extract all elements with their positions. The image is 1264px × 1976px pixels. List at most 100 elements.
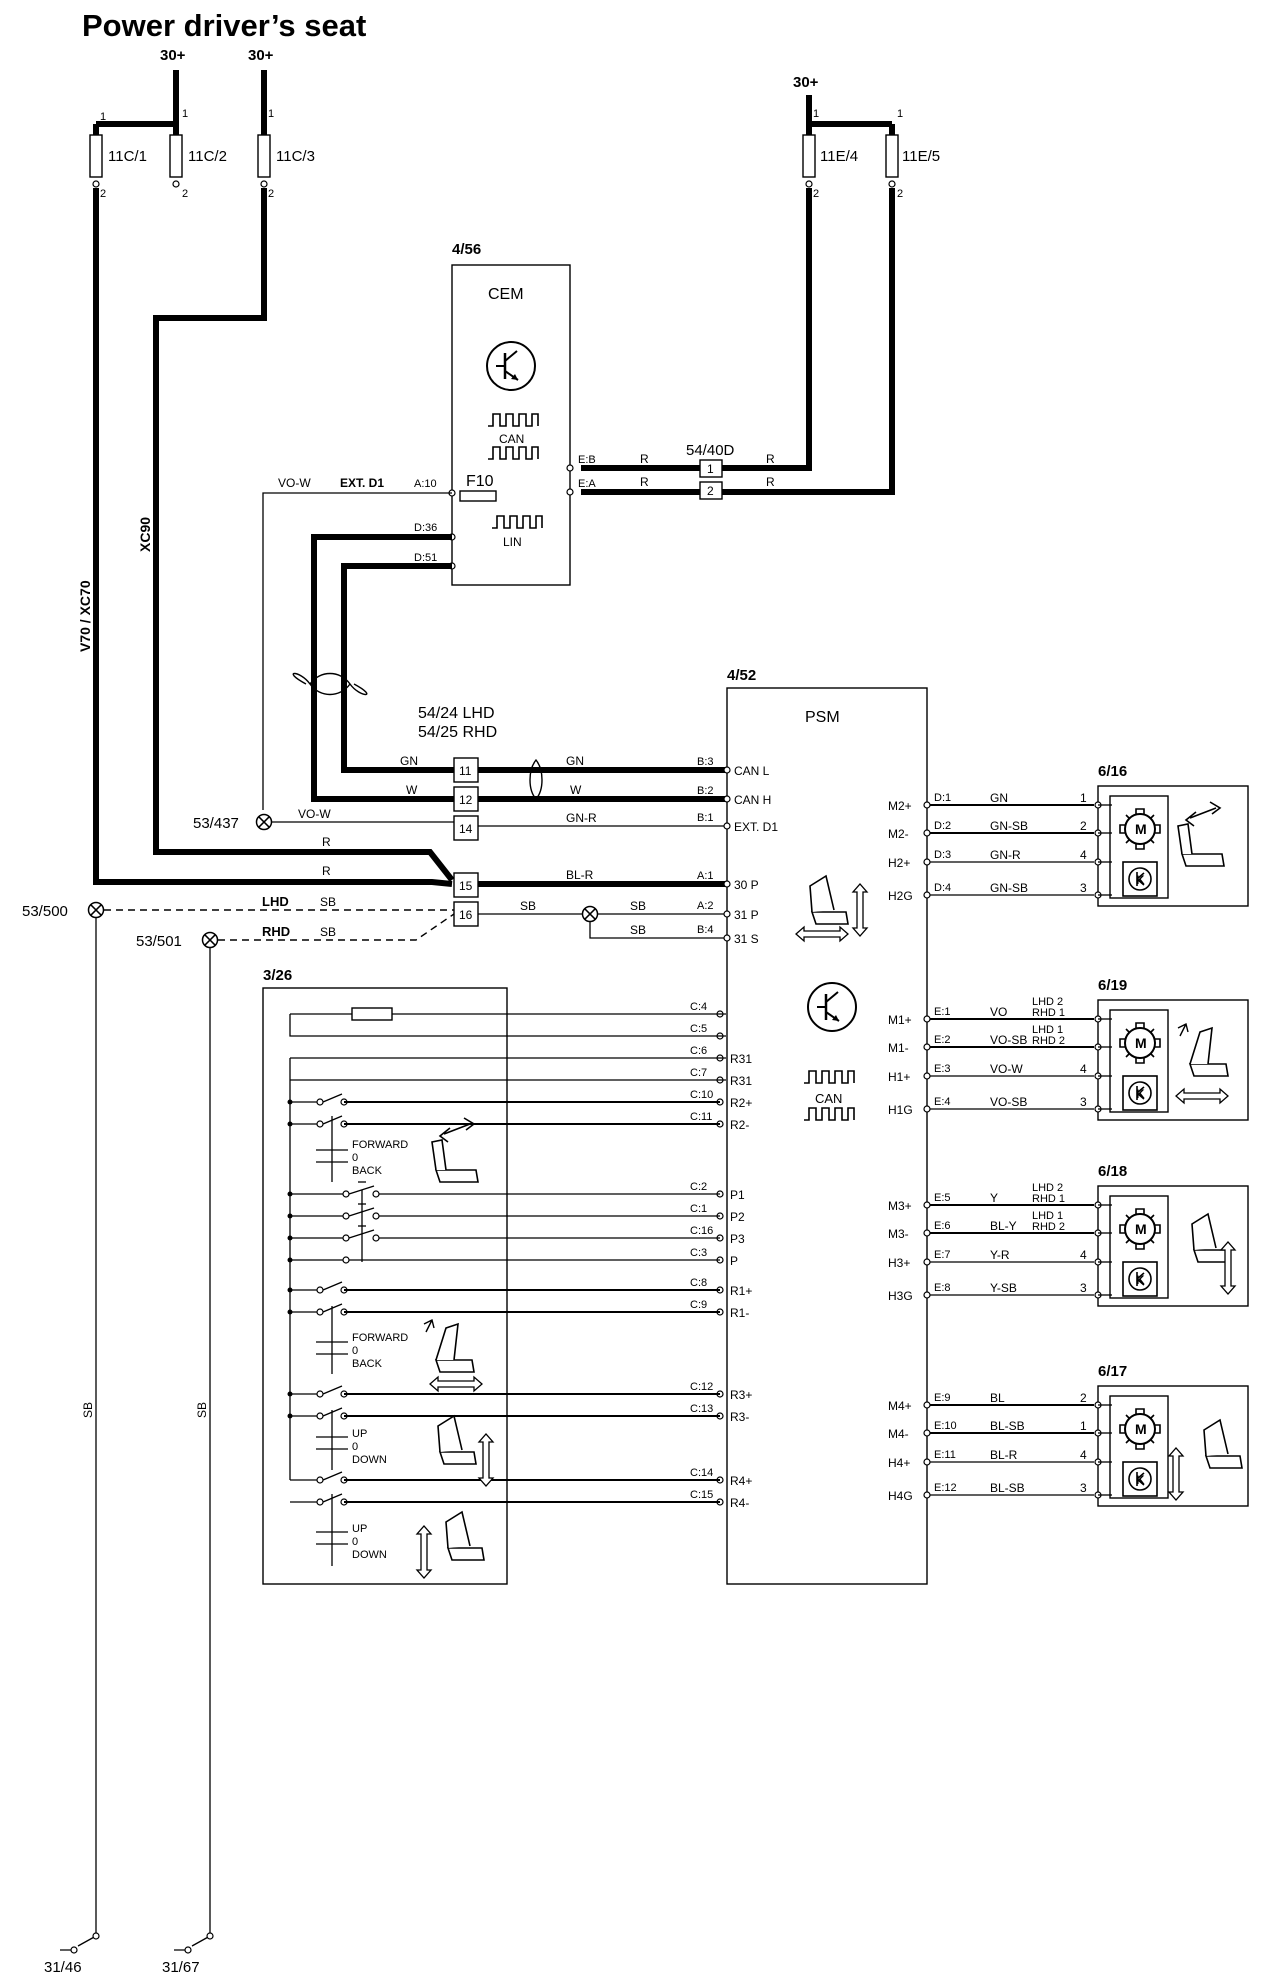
cem-id: 4/56 bbox=[452, 241, 481, 258]
motor-wire-color: GN-R bbox=[990, 848, 1021, 862]
motor-note-2: RHD 1 bbox=[1032, 1193, 1065, 1205]
fuse-pin-1a: 1 bbox=[100, 111, 106, 123]
connector-5424-pin-16: 16 bbox=[459, 908, 473, 922]
motor-pin-number: 2 bbox=[1080, 819, 1087, 833]
psm-motor-conn: E:11 bbox=[934, 1449, 956, 1461]
fuse-label-11c2: 11C/2 bbox=[188, 148, 227, 165]
psm-switch-pin-label: R3- bbox=[730, 1410, 749, 1424]
cem-name: CEM bbox=[488, 286, 524, 303]
motor-wire-color: Y-R bbox=[990, 1248, 1010, 1262]
wire-vo-w-cem: VO-W bbox=[278, 476, 311, 490]
psm-motor-pin-label: M3- bbox=[888, 1227, 909, 1241]
motor-wire-color: BL-R bbox=[990, 1448, 1018, 1462]
fuse-11e4 bbox=[802, 134, 816, 178]
motor-wire-color: GN-SB bbox=[990, 881, 1028, 895]
motor-note-2: RHD 1 bbox=[1032, 1007, 1065, 1019]
wire-rhd: RHD bbox=[262, 924, 290, 939]
motor-seat-tilt-icon bbox=[1177, 801, 1225, 867]
motor-front-height-arrow-icon bbox=[1220, 1241, 1236, 1295]
psm-motor-conn: E:10 bbox=[934, 1420, 957, 1432]
motor-id: 6/19 bbox=[1098, 977, 1127, 994]
psm-switch-pin-label: R31 bbox=[730, 1074, 752, 1088]
wire-sb-psm-2: SB bbox=[630, 899, 646, 913]
connector-5424-id-rhd: 54/25 RHD bbox=[418, 724, 497, 741]
connector-5424-pin-15: 15 bbox=[459, 879, 473, 893]
psm-right-pins: M2+D:1M2-D:2H2+D:3H2GD:4M1+E:1M1-E:2H1+E… bbox=[888, 792, 957, 1503]
psm-conn-b-1: B:1 bbox=[697, 812, 714, 824]
ground-53-500 bbox=[87, 901, 105, 919]
seat-forward-back-icon bbox=[423, 1319, 475, 1373]
wire-r-left-1: R bbox=[322, 835, 331, 849]
fuse-pin-2e: 2 bbox=[897, 188, 903, 200]
psm-conn-c-8: C:8 bbox=[690, 1277, 707, 1289]
label-zero-2: 0 bbox=[352, 1345, 358, 1357]
fuse-11c2 bbox=[169, 134, 183, 178]
cem-can-label: CAN bbox=[499, 432, 524, 446]
psm-motor-pin-label: H1G bbox=[888, 1103, 913, 1117]
psm-switch-pin-label: P2 bbox=[730, 1210, 745, 1224]
connector-5440-pin2: 2 bbox=[707, 484, 714, 498]
motor-pin-number: 3 bbox=[1080, 881, 1087, 895]
cem-signal-wires: VO-W EXT. D1 bbox=[262, 476, 543, 810]
wire-sb-ground-1: SB bbox=[81, 1402, 95, 1418]
psm-id: 4/52 bbox=[727, 667, 756, 684]
ground-label-53-500: 53/500 bbox=[22, 903, 68, 920]
motor-note-1: LHD 1 bbox=[1032, 1024, 1063, 1036]
motor-id: 6/17 bbox=[1098, 1363, 1127, 1380]
psm-switch-pin-label: R31 bbox=[730, 1052, 752, 1066]
psm-conn-c-6: C:6 bbox=[690, 1045, 707, 1057]
motor-wire-color: VO-W bbox=[990, 1062, 1023, 1076]
psm-conn-c-12: C:12 bbox=[690, 1381, 713, 1393]
motor-wire-color: Y bbox=[990, 1191, 998, 1205]
cem-fuse-f10 bbox=[459, 490, 497, 502]
psm-motor-conn: D:3 bbox=[934, 849, 951, 861]
psm-input-wires: GN W GN W 53/437 VO-W GN-R R R BL-R LHD … bbox=[22, 754, 726, 1976]
motor-seat-front-height-icon bbox=[1191, 1213, 1231, 1263]
psm-switch-pin-label: R2+ bbox=[730, 1096, 752, 1110]
wire-vo-w-left: VO-W bbox=[298, 807, 331, 821]
psm-motor-pin-label: M2+ bbox=[888, 799, 912, 813]
wire-r-left-2: R bbox=[322, 864, 331, 878]
motor-m-label: M bbox=[1135, 1421, 1147, 1437]
switch-mode-labels: FORWARD 0 BACK FORWARD 0 BACK UP 0 DOWN … bbox=[352, 1139, 408, 1561]
wire-ext-d1-cem: EXT. D1 bbox=[340, 476, 384, 490]
psm-motor-pin-label: M1+ bbox=[888, 1013, 912, 1027]
wire-sb-psm-3: SB bbox=[630, 923, 646, 937]
motor-seat-rear-height-icon bbox=[1203, 1419, 1243, 1469]
fuse-pin-2d: 2 bbox=[813, 188, 819, 200]
psm-motor-pin-label: M1- bbox=[888, 1041, 909, 1055]
psm-motor-conn: E:6 bbox=[934, 1220, 951, 1232]
psm-motor-conn: E:12 bbox=[934, 1482, 957, 1494]
psm-motor-pin-label: M2- bbox=[888, 827, 909, 841]
psm-motor-conn: E:1 bbox=[934, 1006, 951, 1018]
connector-5424-pin-12: 12 bbox=[459, 793, 473, 807]
psm-conn-c-3: C:3 bbox=[690, 1247, 707, 1259]
motor-pin-number: 3 bbox=[1080, 1281, 1087, 1295]
earth-label-31-67: 31/67 bbox=[162, 1959, 200, 1976]
label-zero-4: 0 bbox=[352, 1536, 358, 1548]
cem-pin-d51: D:51 bbox=[414, 552, 437, 564]
motor-id: 6/18 bbox=[1098, 1163, 1127, 1180]
label-down-3: DOWN bbox=[352, 1454, 387, 1466]
motor-pin-number: 2 bbox=[1080, 1391, 1087, 1405]
ground-splice bbox=[581, 905, 599, 923]
cem-pin-d36: D:36 bbox=[414, 522, 437, 534]
switch-resistor bbox=[351, 1007, 393, 1021]
power-label-3: 30+ bbox=[793, 74, 819, 91]
wire-r-3: R bbox=[766, 452, 775, 466]
psm-switch-pin-label: R4+ bbox=[730, 1474, 752, 1488]
fuse-area: 30+ 30+ 30+ 11C/1 11C/2 11C/3 11E/4 11E/… bbox=[89, 47, 940, 200]
label-forward-2: FORWARD bbox=[352, 1332, 408, 1344]
psm-motor-pin-label: H4G bbox=[888, 1489, 913, 1503]
motor-id: 6/16 bbox=[1098, 763, 1127, 780]
connector-54-24: 54/24 LHD 54/25 RHD 11 12 14 15 16 bbox=[418, 705, 497, 927]
label-back-2: BACK bbox=[352, 1358, 383, 1370]
fuse-label-11c1: 11C/1 bbox=[108, 148, 147, 165]
label-up-3: UP bbox=[352, 1428, 367, 1440]
psm-motor-conn: E:9 bbox=[934, 1392, 951, 1404]
psm-conn-c-13: C:13 bbox=[690, 1403, 713, 1415]
psm-name: PSM bbox=[805, 709, 840, 726]
hall-k-label: K bbox=[1136, 1273, 1145, 1287]
